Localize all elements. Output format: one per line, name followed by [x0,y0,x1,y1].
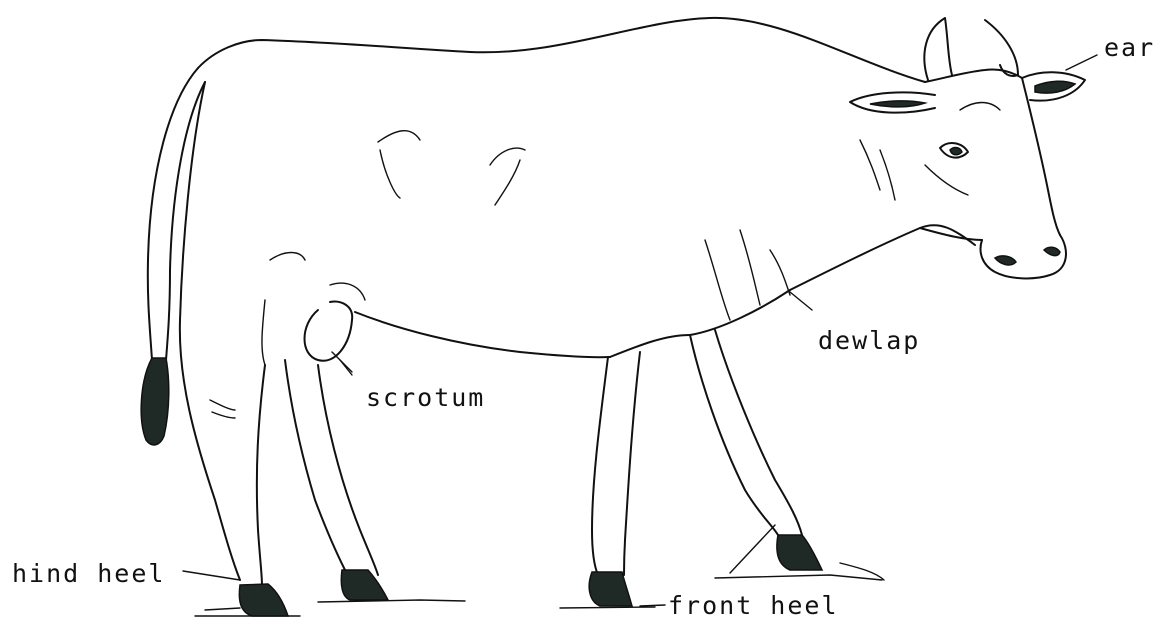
front-legs [589,330,822,606]
hind-hoof-front [341,570,388,600]
cow-head [850,18,1085,278]
front-heel-leader-line-2 [730,525,775,573]
ear-inner-left [870,101,925,107]
scrotum-leader-line [340,360,352,375]
dewlap-leader-line [790,292,812,310]
front-heel-label: front heel [668,593,839,618]
ear-inner-right [1035,81,1075,93]
nostril-2 [1044,247,1060,255]
scrotum-shape [305,302,353,372]
cow-body [180,18,975,580]
nostril [995,256,1016,265]
front-heel-leader-line [640,605,665,606]
front-hoof-front [777,535,822,570]
eye-pupil [950,148,962,155]
front-hoof-back [589,572,632,606]
leader-lines [183,55,1097,606]
tail-switch [141,358,169,445]
scrotum-label: scrotum [366,385,485,410]
hind-heel-leader-line [183,571,240,580]
ear-leader-line [1066,55,1097,70]
ear-label: ear [1104,35,1155,60]
hind-hoof-back [239,584,288,616]
hind-heel-label: hind heel [12,561,165,586]
dewlap-label: dewlap [818,328,920,353]
tail [141,68,205,445]
